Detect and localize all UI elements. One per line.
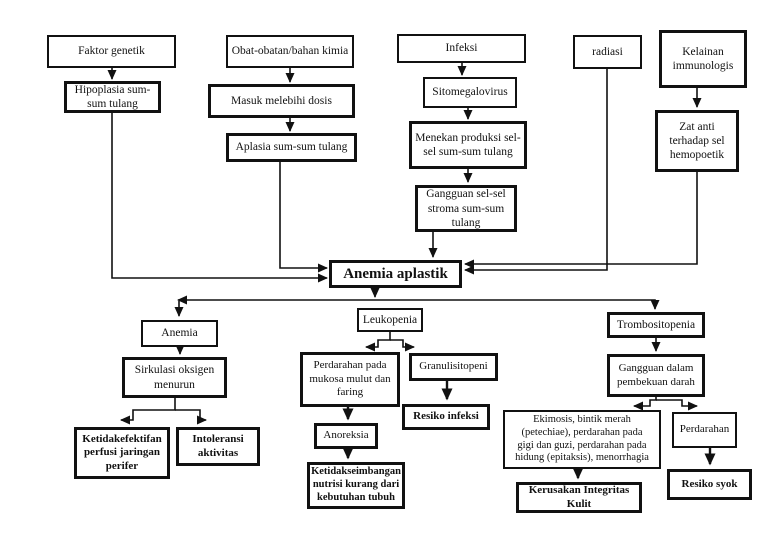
edge-pembekuan-split-left bbox=[633, 397, 657, 411]
edge-sirkulasi-split-left bbox=[120, 398, 176, 425]
node-sitomegalovirus: Sitomegalovirus bbox=[423, 77, 517, 108]
node-radiasi: radiasi bbox=[573, 35, 642, 69]
edge-leukopenia-split-left bbox=[365, 332, 391, 352]
node-sirkulasi-oksigen-menurun: Sirkulasi oksigen menurun bbox=[122, 357, 227, 398]
edge-leukopenia-split-right bbox=[390, 339, 415, 352]
node-gangguan-pembekuan-darah: Gangguan dalam pembekuan darah bbox=[607, 354, 705, 397]
edge-zat-anti-to-anemia-aplastik bbox=[464, 172, 698, 269]
node-masuk-melebihi-dosis: Masuk melebihi dosis bbox=[208, 84, 355, 118]
node-ekimosis-petechiae: Ekimosis, bintik merah (petechiae), perd… bbox=[503, 410, 661, 469]
node-trombositopenia: Trombositopenia bbox=[607, 312, 705, 338]
edge-aplasia-to-anemia-aplastik bbox=[279, 162, 328, 273]
node-granulisitopeni: Granulisitopeni bbox=[409, 353, 498, 381]
node-hipoplasia-sumsum-tulang: Hipoplasia sum- sum tulang bbox=[64, 81, 161, 113]
node-resiko-infeksi: Resiko infeksi bbox=[402, 404, 490, 430]
node-perdarahan-mukosa-mulut: Perdarahan pada mukosa mulut dan faring bbox=[300, 352, 400, 407]
node-resiko-syok: Resiko syok bbox=[667, 469, 752, 500]
edge-radiasi-to-anemia-aplastik bbox=[464, 69, 608, 275]
node-menekan-produksi-sel: Menekan produksi sel- sel sum-sum tulang bbox=[409, 121, 527, 169]
node-anemia: Anemia bbox=[141, 320, 218, 347]
edge-sirkulasi-split-right bbox=[175, 409, 207, 425]
node-faktor-genetik: Faktor genetik bbox=[47, 35, 176, 68]
node-aplasia-sumsum-tulang: Aplasia sum-sum tulang bbox=[226, 133, 357, 162]
edge-hipoplasia-to-anemia-aplastik bbox=[111, 113, 328, 283]
node-leukopenia: Leukopenia bbox=[357, 308, 423, 332]
node-ketidakefektifan-perfusi: Ketidakefektifan perfusi jaringan perife… bbox=[74, 427, 170, 479]
node-zat-anti-hemopoetik: Zat anti terhadap sel hemopoetik bbox=[655, 110, 739, 172]
node-kelainan-immunologis: Kelainan immunologis bbox=[659, 30, 747, 88]
node-kerusakan-integritas-kulit: Kerusakan Integritas Kulit bbox=[516, 482, 642, 513]
node-anoreksia: Anoreksia bbox=[314, 423, 378, 449]
node-anemia-aplastik: Anemia aplastik bbox=[329, 260, 462, 288]
node-gangguan-sel-stroma: Gangguan sel-sel stroma sum-sum tulang bbox=[415, 185, 517, 232]
edge-branch-right-to-trombositopenia bbox=[375, 299, 660, 310]
node-obat-obatan-bahan-kimia: Obat-obatan/bahan kimia bbox=[226, 35, 354, 68]
node-ketidakseimbangan-nutrisi: Ketidakseimbangan nutrisi kurang dari ke… bbox=[307, 462, 405, 509]
node-intoleransi-aktivitas: Intoleransi aktivitas bbox=[176, 427, 260, 466]
node-perdarahan: Perdarahan bbox=[672, 412, 737, 448]
edge-pembekuan-split-right bbox=[656, 399, 698, 411]
node-infeksi: Infeksi bbox=[397, 34, 526, 63]
